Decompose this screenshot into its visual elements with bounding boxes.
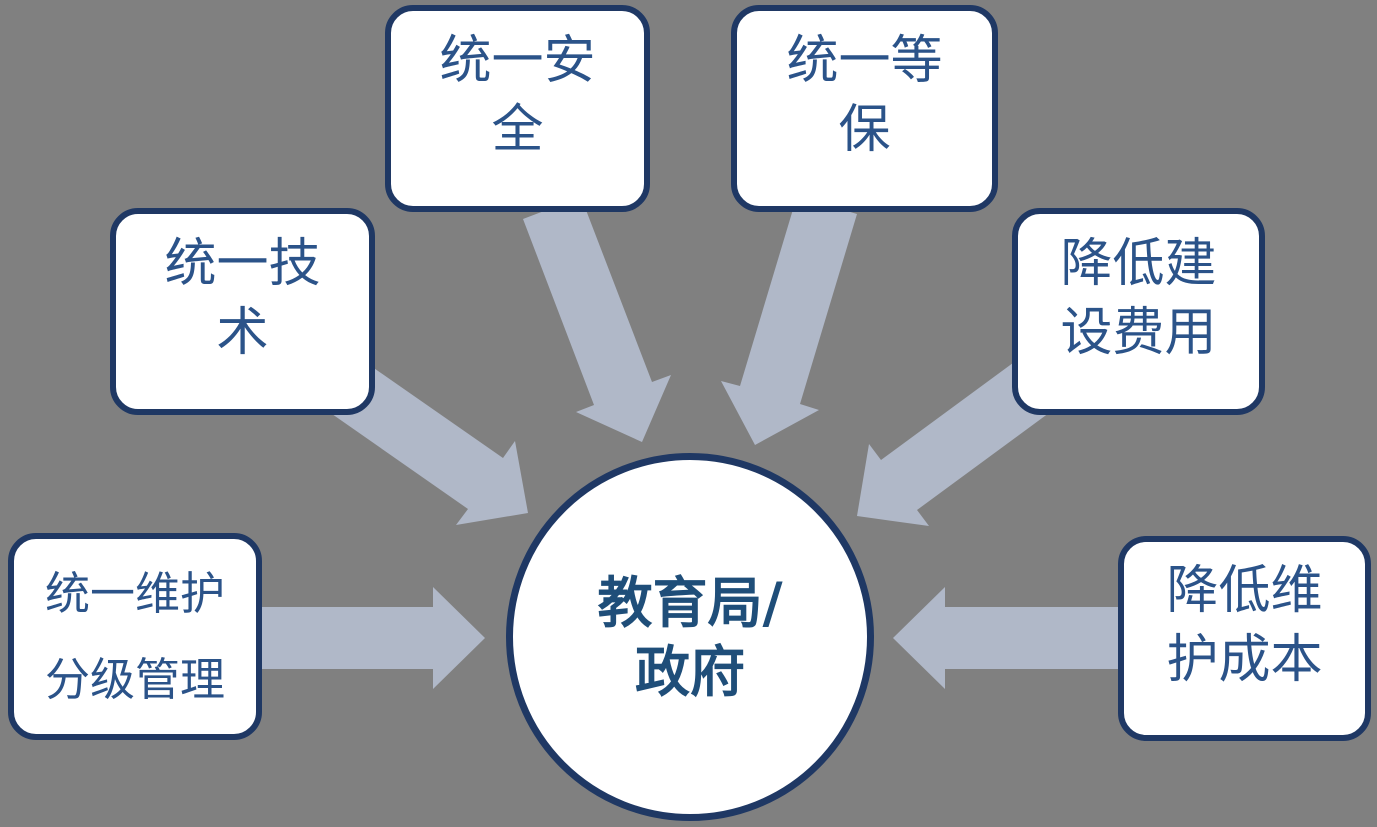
center-node-education-bureau-government: 教育局/ 政府 <box>506 453 874 821</box>
node-unified-technology: 统一技 术 <box>110 208 375 415</box>
node-label-line: 术 <box>216 302 269 363</box>
node-label-line: 降低建 <box>1060 233 1217 294</box>
node-label-line: 保 <box>838 99 891 160</box>
center-label-line: 教育局/ <box>597 569 783 635</box>
node-reduce-construction-cost: 降低建 设费用 <box>1012 208 1265 415</box>
node-label-line: 统一等 <box>786 30 943 91</box>
arrow-from-unified-maintenance <box>260 587 485 689</box>
node-unified-level-protection: 统一等 保 <box>731 5 998 212</box>
node-label-line: 降低维 <box>1166 560 1323 621</box>
arrow-from-unified-technology <box>322 357 528 525</box>
node-unified-security: 统一安 全 <box>385 5 650 212</box>
arrow-from-unified-security <box>523 197 671 442</box>
node-label-line: 统一技 <box>164 233 321 294</box>
node-unified-maintenance-tiered-management: 统一维护 分级管理 <box>8 533 262 740</box>
node-label-line: 分级管理 <box>44 652 225 706</box>
arrow-from-unified-level-protection <box>721 196 857 445</box>
node-label-line: 设费用 <box>1060 302 1217 363</box>
node-reduce-maintenance-cost: 降低维 护成本 <box>1118 536 1371 741</box>
node-label-line: 全 <box>491 99 544 160</box>
node-label-line: 护成本 <box>1166 629 1323 690</box>
center-label-line: 政府 <box>634 639 745 704</box>
arrow-from-reduce-maintenance-cost <box>893 587 1120 689</box>
node-label-line: 统一安 <box>439 30 596 91</box>
node-label-line: 统一维护 <box>44 567 225 620</box>
arrow-from-reduce-construction-cost <box>857 360 1053 526</box>
